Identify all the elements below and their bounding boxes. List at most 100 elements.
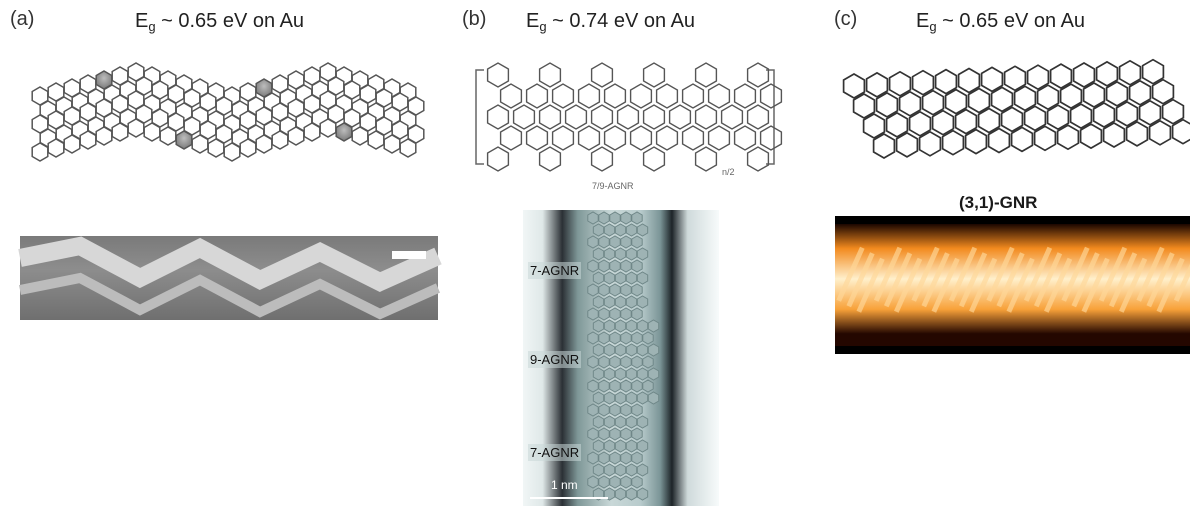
hexagon bbox=[990, 86, 1014, 113]
hexagon bbox=[872, 133, 896, 159]
hexagon bbox=[631, 475, 643, 489]
hexagon bbox=[603, 391, 616, 405]
stm-stripe bbox=[856, 257, 885, 313]
stm-stripe bbox=[894, 257, 923, 313]
hexagon bbox=[255, 134, 273, 154]
hexagon bbox=[636, 247, 649, 261]
stm-stripe bbox=[1136, 246, 1165, 302]
hexagon bbox=[636, 439, 649, 453]
stm-label-7agnr-top: 7-AGNR bbox=[528, 262, 582, 279]
stm-image-b: 7-AGNR 9-AGNR 7-AGNR 1 nm bbox=[523, 210, 719, 506]
hexagon bbox=[631, 355, 643, 369]
hexagon bbox=[592, 463, 605, 477]
bandgap-title-b: Eg ~ 0.74 eV on Au bbox=[526, 10, 696, 34]
hexagon bbox=[625, 271, 638, 285]
hexagon bbox=[1141, 58, 1165, 85]
hexagon bbox=[598, 475, 610, 489]
hexagon bbox=[636, 295, 649, 309]
hexagon bbox=[603, 415, 616, 429]
hexagon bbox=[625, 223, 638, 237]
hexagon bbox=[1056, 124, 1080, 151]
hexagon bbox=[609, 307, 621, 321]
hexagon bbox=[175, 130, 193, 150]
hexagon bbox=[977, 107, 1001, 134]
hexagon bbox=[577, 83, 601, 109]
hexagon bbox=[616, 104, 640, 130]
panel-c: (c) Eg ~ 0.65 eV on Au (3,1)-GNR bbox=[820, 0, 1190, 506]
hexagon bbox=[1151, 78, 1175, 105]
hexagon bbox=[694, 104, 718, 130]
bandgap-title-c: Eg ~ 0.65 eV on Au bbox=[916, 10, 1086, 34]
hexagon bbox=[587, 259, 599, 273]
hexagon bbox=[598, 403, 610, 417]
hexagon bbox=[592, 319, 605, 333]
hexagon bbox=[852, 93, 876, 119]
hexagon bbox=[642, 146, 666, 172]
hexagon bbox=[111, 122, 129, 142]
hexagon bbox=[598, 355, 610, 369]
hexagon bbox=[603, 343, 616, 357]
repeat-label: n/2 bbox=[722, 167, 735, 177]
structure-caption-b: 7/9-AGNR bbox=[592, 181, 634, 191]
stm-stripe bbox=[986, 246, 1015, 302]
hexagon bbox=[1036, 84, 1060, 111]
hexagon bbox=[598, 427, 610, 441]
hexagon bbox=[631, 307, 643, 321]
hexagon bbox=[603, 367, 616, 381]
hexagon bbox=[862, 113, 886, 139]
hexagon bbox=[967, 87, 991, 114]
hexagon bbox=[287, 126, 305, 146]
panel-label-c: (c) bbox=[834, 8, 858, 30]
hexagon bbox=[603, 463, 616, 477]
hexagon bbox=[647, 367, 660, 381]
hexagon bbox=[636, 487, 649, 501]
hexagon bbox=[598, 235, 610, 249]
hexagon bbox=[609, 379, 621, 393]
hexagon bbox=[759, 125, 783, 151]
hexagon bbox=[592, 247, 605, 261]
stm-label-9agnr: 9-AGNR bbox=[528, 351, 582, 368]
hexagon bbox=[614, 247, 627, 261]
hexagon bbox=[590, 104, 614, 130]
hexagon bbox=[1118, 59, 1142, 86]
hexagon bbox=[512, 104, 536, 130]
hexagon bbox=[127, 118, 145, 138]
hexagon bbox=[620, 403, 632, 417]
hexagon bbox=[918, 130, 942, 157]
hexagon bbox=[636, 415, 649, 429]
hexagon bbox=[720, 104, 744, 130]
hexagon bbox=[486, 146, 510, 172]
hexagon bbox=[1072, 62, 1096, 88]
stm-stripe bbox=[883, 252, 913, 308]
hexagon bbox=[668, 104, 692, 130]
hexagon bbox=[614, 415, 627, 429]
stm-stripe bbox=[958, 252, 988, 308]
hexagon bbox=[499, 83, 523, 109]
hexagon bbox=[941, 129, 965, 156]
hexagon bbox=[525, 83, 549, 109]
hexagon bbox=[625, 487, 638, 501]
hexagon bbox=[625, 415, 638, 429]
hexagon bbox=[625, 343, 638, 357]
hexagon bbox=[1026, 64, 1050, 91]
stm-stripe bbox=[1061, 246, 1090, 302]
hexagon bbox=[733, 125, 757, 151]
hexagon bbox=[1046, 104, 1070, 131]
stm-image-c bbox=[835, 216, 1190, 354]
stm-stripe bbox=[996, 252, 1025, 308]
hexagon bbox=[609, 403, 621, 417]
hexagon bbox=[707, 83, 731, 109]
hexagon bbox=[625, 463, 638, 477]
hexagon bbox=[625, 295, 638, 309]
hexagon bbox=[1102, 122, 1126, 148]
hexagon bbox=[609, 427, 621, 441]
hexagon bbox=[1092, 102, 1116, 128]
hexagon bbox=[47, 138, 65, 158]
stm-stripe bbox=[921, 252, 950, 308]
hexagon bbox=[609, 211, 621, 225]
hexagon bbox=[625, 367, 638, 381]
hexagon bbox=[655, 83, 679, 109]
hexagon bbox=[934, 68, 958, 95]
hexagon bbox=[746, 104, 770, 130]
hexagon bbox=[620, 427, 632, 441]
